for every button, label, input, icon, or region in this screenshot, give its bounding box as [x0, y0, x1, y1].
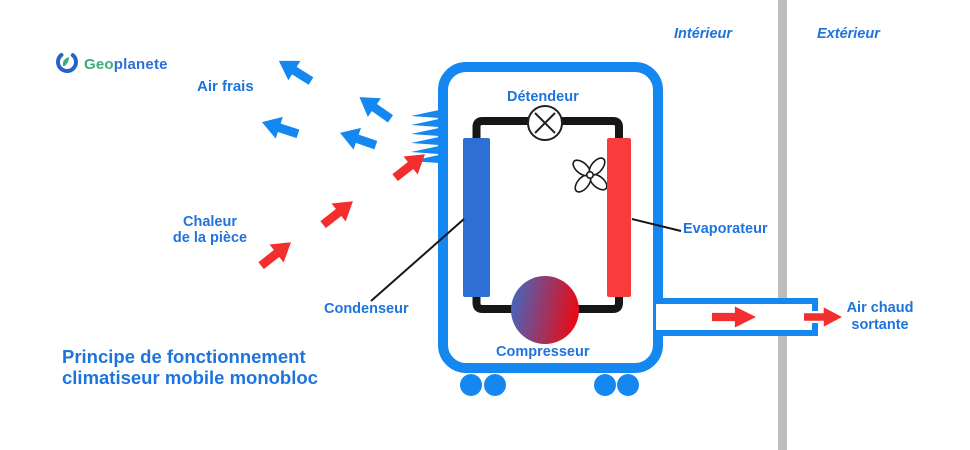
room-heat-label: Chaleur de la pièce [160, 214, 260, 246]
exterior-zone-label: Extérieur [817, 26, 880, 42]
room-heat-label-line2: de la pièce [172, 230, 248, 246]
page-title-line2: climatiseur mobile monobloc [62, 367, 318, 388]
condenser-label: Condenseur [324, 301, 409, 317]
room-heat-label-line1: Chaleur [183, 214, 237, 230]
cool-air-label: Air frais [197, 78, 254, 95]
compressor-label: Compresseur [496, 344, 590, 360]
refrigerant-circuit [472, 105, 623, 344]
hot-air-out-label-line1: Air chaud [846, 300, 914, 316]
expansion-valve-label: Détendeur [507, 89, 579, 105]
wall-divider [778, 0, 787, 450]
exhaust-duct-top-wall [653, 298, 818, 304]
condenser-bar [463, 138, 490, 297]
valve-x-icon [527, 105, 563, 141]
logo-text: Geoplanete [84, 56, 168, 73]
page-title: Principe de fonctionnement climatiseur m… [62, 346, 318, 388]
compressor-circle [511, 276, 579, 344]
logo-text-geo: Geo [84, 56, 114, 73]
geoplanete-leaf-icon [55, 50, 79, 79]
exhaust-duct-end-cap [812, 298, 818, 311]
evaporator-bar [607, 138, 631, 297]
exhaust-duct-end-cap [812, 323, 818, 336]
interior-zone-label: Intérieur [674, 26, 733, 42]
wheel-icon [484, 374, 506, 396]
logo-text-planete: planete [113, 56, 168, 73]
cool-air-arrow-icon [336, 121, 380, 158]
wheel-icon [594, 374, 616, 396]
hot-air-out-label-line2: sortante [851, 317, 909, 333]
page-title-line1: Principe de fonctionnement [62, 346, 306, 367]
geoplanete-logo: Geoplanete [55, 50, 168, 79]
wheel-icon [460, 374, 482, 396]
cool-air-arrow-icon [272, 50, 318, 92]
evaporator-label: Evaporateur [683, 221, 768, 237]
room-heat-arrow-icon [315, 191, 361, 235]
cool-air-arrow-icon [352, 86, 398, 129]
cool-air-arrow-icon [258, 110, 302, 146]
wheel-icon [617, 374, 639, 396]
fan-icon [572, 157, 608, 193]
hot-air-out-label: Air chaud sortante [838, 300, 922, 334]
exhaust-duct-bottom-wall [653, 330, 818, 336]
